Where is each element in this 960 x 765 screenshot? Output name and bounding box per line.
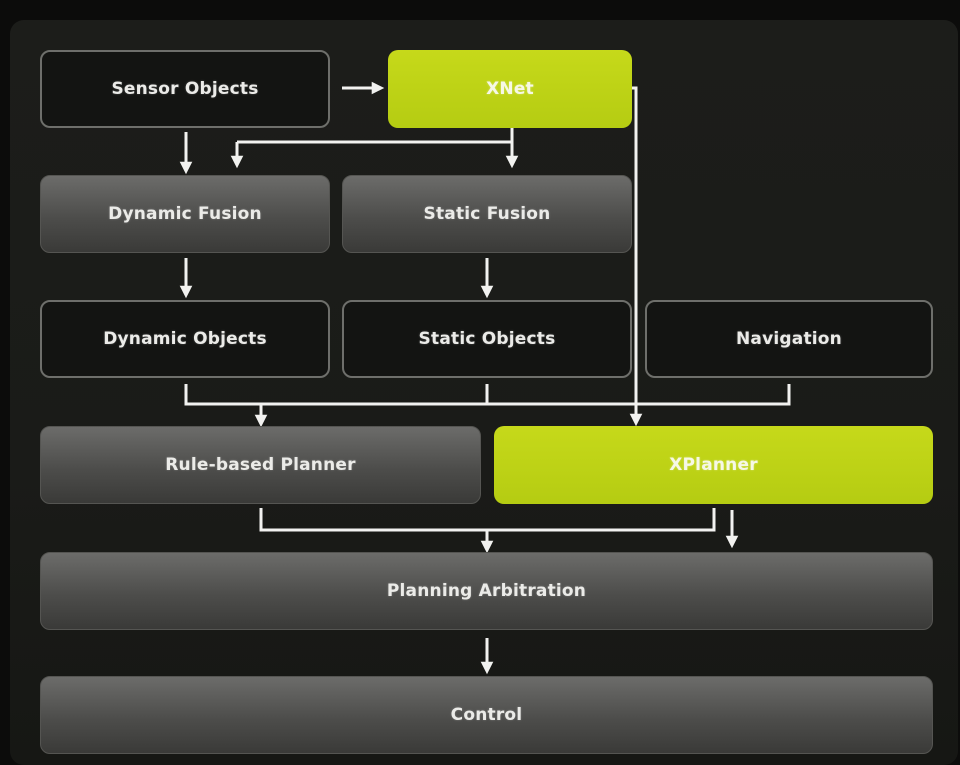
- rule-based-planner-box: Rule-based Planner: [40, 426, 481, 504]
- sensor-objects-box: Sensor Objects: [40, 50, 330, 128]
- dynamic-objects-box: Dynamic Objects: [40, 300, 330, 378]
- dynamic-fusion-box: Dynamic Fusion: [40, 175, 330, 253]
- diagram-panel: [10, 20, 958, 765]
- xplanner-box: XPlanner: [494, 426, 933, 504]
- line-planners-collector: [259, 508, 716, 532]
- control-box: Control: [40, 676, 933, 754]
- planning-arbitration-box: Planning Arbitration: [40, 552, 933, 630]
- arrow-xnet-to-xplanner: [629, 86, 643, 427]
- navigation-box: Navigation: [645, 300, 933, 378]
- xnet-box: XNet: [388, 50, 632, 128]
- static-fusion-box: Static Fusion: [342, 175, 632, 253]
- static-objects-box: Static Objects: [342, 300, 632, 378]
